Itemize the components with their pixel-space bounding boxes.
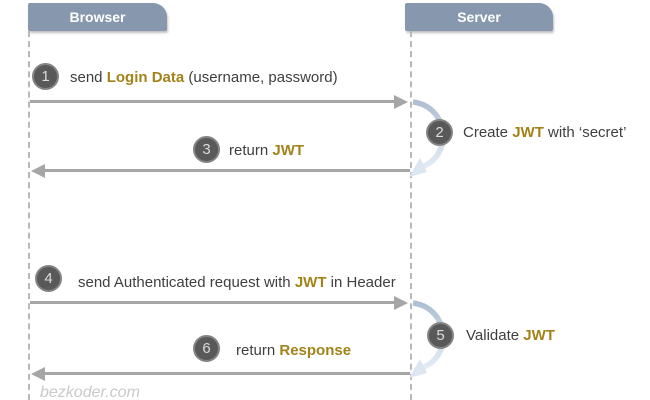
arrowhead-left-step3 bbox=[31, 164, 45, 178]
arrow-line-step4 bbox=[30, 301, 396, 304]
actor-browser-label: Browser bbox=[69, 9, 126, 25]
step-circle-5: 5 bbox=[427, 322, 454, 349]
step-number-6: 6 bbox=[202, 340, 211, 357]
message-3-prefix: return bbox=[229, 142, 273, 159]
actor-server: Server bbox=[405, 3, 553, 31]
arrowhead-right-step4 bbox=[394, 296, 408, 310]
step-circle-6: 6 bbox=[193, 335, 220, 362]
arrowhead-right-step1 bbox=[394, 95, 408, 109]
browser-lifeline bbox=[28, 31, 30, 400]
message-2-highlight: JWT bbox=[512, 124, 544, 141]
step-number-1: 1 bbox=[41, 68, 50, 85]
message-label-3: return JWT bbox=[229, 142, 304, 159]
step-number-5: 5 bbox=[436, 327, 445, 344]
step-number-4: 4 bbox=[44, 270, 53, 287]
message-1-suffix: (username, password) bbox=[184, 69, 338, 86]
step-number-2: 2 bbox=[435, 124, 444, 141]
arrow-line-step1 bbox=[30, 100, 396, 103]
message-label-1: send Login Data (username, password) bbox=[70, 69, 338, 86]
message-1-highlight: Login Data bbox=[106, 69, 185, 86]
message-6-prefix: return bbox=[236, 342, 280, 359]
message-4-prefix: send Authenticated request with bbox=[78, 274, 295, 291]
message-label-2: Create JWT with ‘secret’ bbox=[463, 124, 626, 141]
message-label-5: Validate JWT bbox=[466, 327, 555, 344]
server-lifeline bbox=[410, 31, 412, 400]
message-label-4: send Authenticated request with JWT in H… bbox=[78, 274, 396, 291]
step-circle-1: 1 bbox=[32, 63, 59, 90]
message-3-highlight: JWT bbox=[272, 142, 305, 159]
message-4-highlight: JWT bbox=[294, 274, 327, 291]
watermark: bezkoder.com bbox=[40, 384, 140, 400]
step-number-3: 3 bbox=[202, 141, 211, 158]
message-4-suffix: in Header bbox=[326, 274, 396, 291]
step-circle-4: 4 bbox=[35, 265, 62, 292]
message-6-highlight: Response bbox=[279, 342, 352, 359]
message-label-6: return Response bbox=[236, 342, 351, 359]
arrow-line-step3 bbox=[45, 169, 410, 172]
actor-server-label: Server bbox=[457, 9, 501, 25]
step-circle-3: 3 bbox=[193, 136, 220, 163]
actor-browser: Browser bbox=[28, 3, 167, 31]
message-1-prefix: send bbox=[70, 69, 107, 86]
step-circle-2: 2 bbox=[426, 119, 453, 146]
message-5-prefix: Validate bbox=[466, 327, 524, 344]
arrow-line-step6 bbox=[45, 372, 410, 375]
arrowhead-left-step6 bbox=[31, 367, 45, 381]
message-5-highlight: JWT bbox=[523, 327, 555, 344]
message-2-suffix: with ‘secret’ bbox=[543, 124, 627, 141]
message-2-prefix: Create bbox=[463, 124, 513, 141]
